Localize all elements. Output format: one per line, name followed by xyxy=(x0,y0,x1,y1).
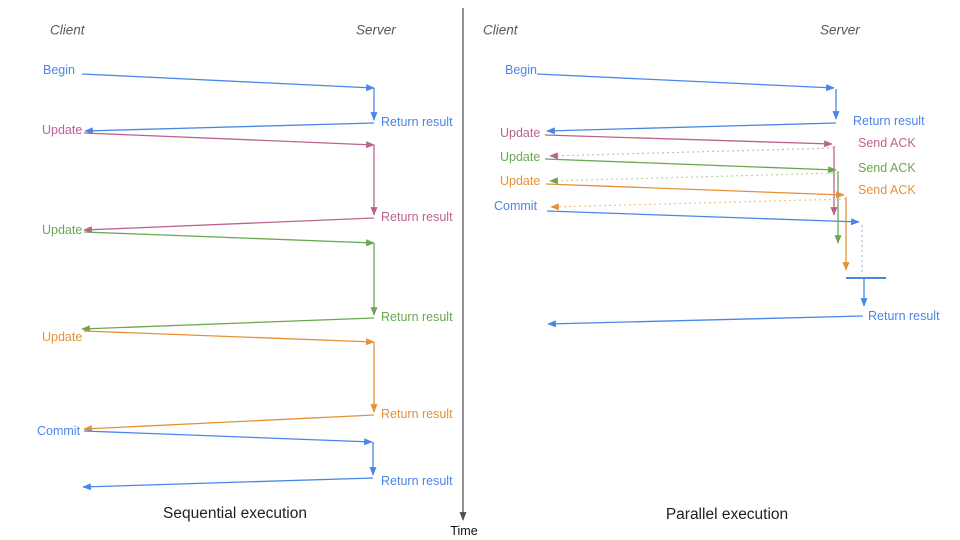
par-begin-label: Begin xyxy=(505,62,537,77)
par-return-result-2-label: Return result xyxy=(868,308,940,323)
seq-commit-request-arrow xyxy=(83,430,373,446)
par-begin-return-arrow xyxy=(546,122,837,135)
par-server-header: Server xyxy=(820,22,860,38)
par-ack-1-return-arrow xyxy=(549,147,835,160)
seq-commit-return-arrow xyxy=(82,477,374,491)
seq-update-2-label: Update xyxy=(42,222,83,237)
seq-client-header: Client xyxy=(50,22,85,38)
par-commit-request-arrow xyxy=(546,210,860,226)
seq-update-3-label: Update xyxy=(42,329,83,344)
par-commit-return-arrow xyxy=(547,315,864,328)
seq-server-header: Server xyxy=(356,22,396,38)
par-begin-request-arrow xyxy=(536,73,835,92)
seq-return-result-2-label: Return result xyxy=(381,209,453,224)
parallel-execution-caption: Parallel execution xyxy=(665,506,789,523)
seq-update-1-request-arrow xyxy=(83,132,375,149)
seq-return-result-4-label: Return result xyxy=(381,406,453,421)
time-axis-label: Time xyxy=(450,524,478,538)
par-send-ack-3-label: Send ACK xyxy=(858,182,916,197)
par-commit-label: Commit xyxy=(494,198,538,213)
par-client-header: Client xyxy=(483,22,518,38)
seq-update-1-label: Update xyxy=(42,122,83,137)
sequential-execution-caption: Sequential execution xyxy=(163,505,307,522)
seq-update-2-return-arrow xyxy=(81,317,375,333)
par-ack-3-return-arrow xyxy=(550,198,847,211)
par-return-result-1-label: Return result xyxy=(853,113,925,128)
par-send-ack-2-label: Send ACK xyxy=(858,160,916,175)
par-update-1-request-arrow xyxy=(544,134,833,148)
seq-begin-label: Begin xyxy=(43,62,75,77)
par-update-3-request-arrow xyxy=(545,183,845,199)
seq-return-result-5-label: Return result xyxy=(381,473,453,488)
par-ack-2-return-arrow xyxy=(549,172,839,185)
seq-update-3-request-arrow xyxy=(83,330,375,346)
par-update-1-label: Update xyxy=(500,125,541,140)
seq-return-result-3-label: Return result xyxy=(381,309,453,324)
seq-commit-label: Commit xyxy=(37,423,81,438)
seq-update-3-return-arrow xyxy=(83,414,375,433)
seq-begin-return-arrow xyxy=(84,122,375,135)
seq-begin-request-arrow xyxy=(81,73,375,92)
seq-return-result-1-label: Return result xyxy=(381,114,453,129)
seq-update-2-request-arrow xyxy=(83,231,375,247)
par-send-ack-1-label: Send ACK xyxy=(858,135,916,150)
par-update-2-request-arrow xyxy=(544,158,837,174)
par-update-3-label: Update xyxy=(500,173,541,188)
seq-update-1-return-arrow xyxy=(83,217,375,234)
par-update-2-label: Update xyxy=(500,149,541,164)
